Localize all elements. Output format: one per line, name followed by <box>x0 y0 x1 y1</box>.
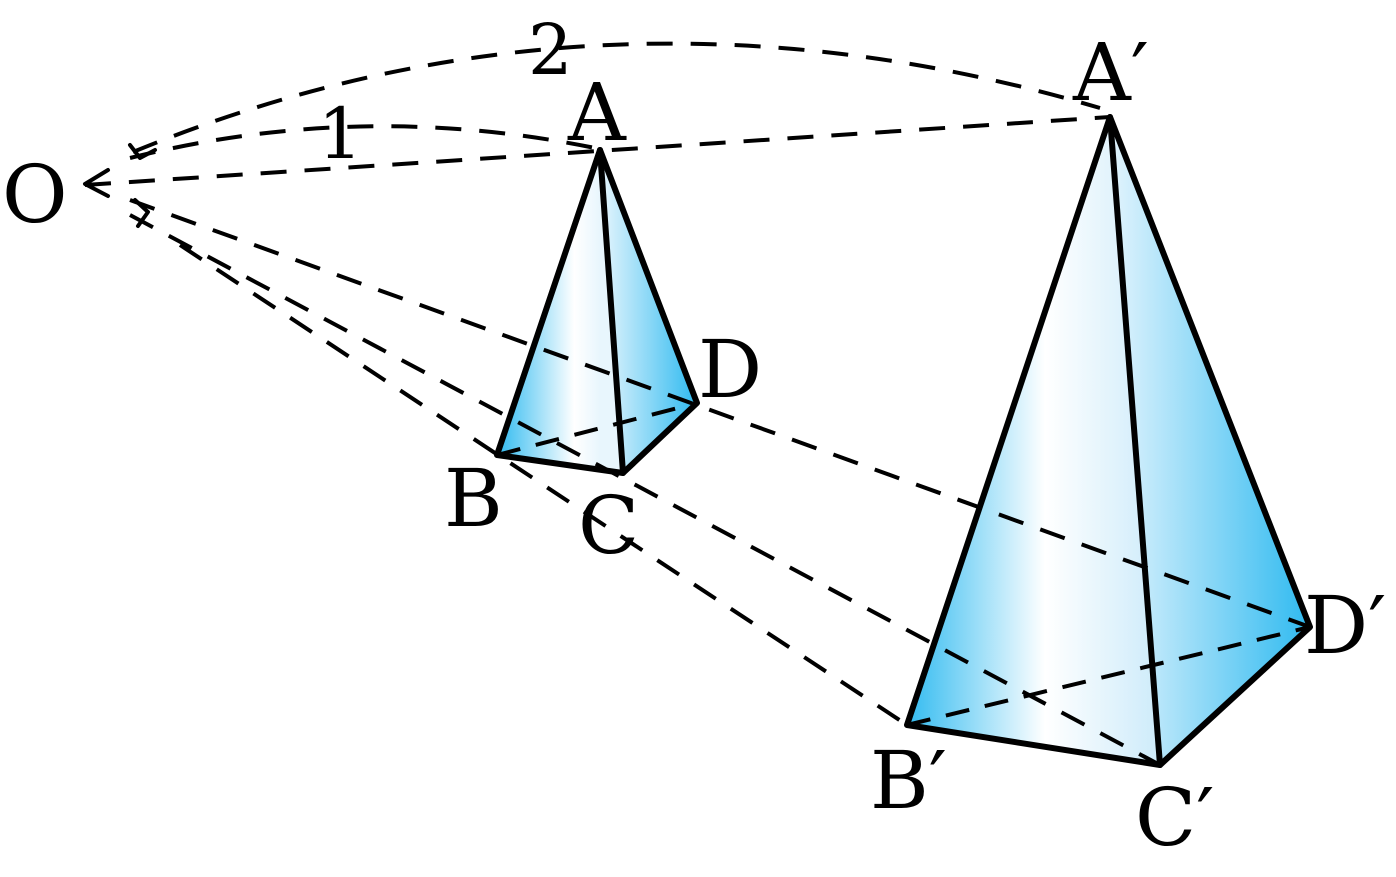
arrowhead-main <box>83 168 110 198</box>
small-pyramid-faces <box>497 150 697 473</box>
ray-o-b-prime <box>178 243 909 727</box>
large-edge-ac <box>1107 114 1163 768</box>
small-face-acd <box>600 150 697 473</box>
label-c-prime: C′ <box>1135 771 1214 864</box>
label-b-prime: B′ <box>870 734 947 827</box>
small-hidden-bd <box>496 401 698 457</box>
large-face-acd <box>1110 117 1310 765</box>
ratio-arcs <box>129 41 1101 160</box>
large-outline <box>904 114 1313 768</box>
label-ratio-1: 1 <box>318 93 363 175</box>
projection-rays <box>84 115 1311 767</box>
hidden-edges <box>496 401 1311 727</box>
large-hidden-bd <box>906 625 1311 727</box>
arrowhead-lower <box>133 198 150 228</box>
arrowheads-at-o <box>83 143 157 228</box>
label-a-prime: A′ <box>1072 26 1149 119</box>
large-pyramid-edges <box>904 114 1313 768</box>
label-d: D <box>698 323 762 416</box>
small-pyramid-edges <box>494 147 700 476</box>
label-c: C <box>578 479 639 572</box>
ray-o-d-prime <box>129 198 1311 629</box>
ray-o-c-prime <box>129 213 1161 767</box>
small-face-abc <box>497 150 623 473</box>
large-pyramid-faces <box>907 117 1310 765</box>
arc-ratio-1 <box>129 124 596 160</box>
point-labels: O 1 2 A B C D A′ B′ C′ D′ <box>2 9 1386 864</box>
large-face-abc <box>907 117 1160 765</box>
label-a: A <box>567 66 627 159</box>
arc-ratio-2 <box>132 41 1101 154</box>
arrowhead-arc <box>128 143 157 160</box>
label-d-prime: D′ <box>1304 579 1386 672</box>
label-b: B <box>444 452 503 545</box>
label-ratio-2: 2 <box>528 9 573 91</box>
label-o: O <box>2 148 68 241</box>
small-edge-ac <box>597 147 626 476</box>
ray-o-a-prime <box>84 115 1111 187</box>
small-outline <box>494 147 700 476</box>
